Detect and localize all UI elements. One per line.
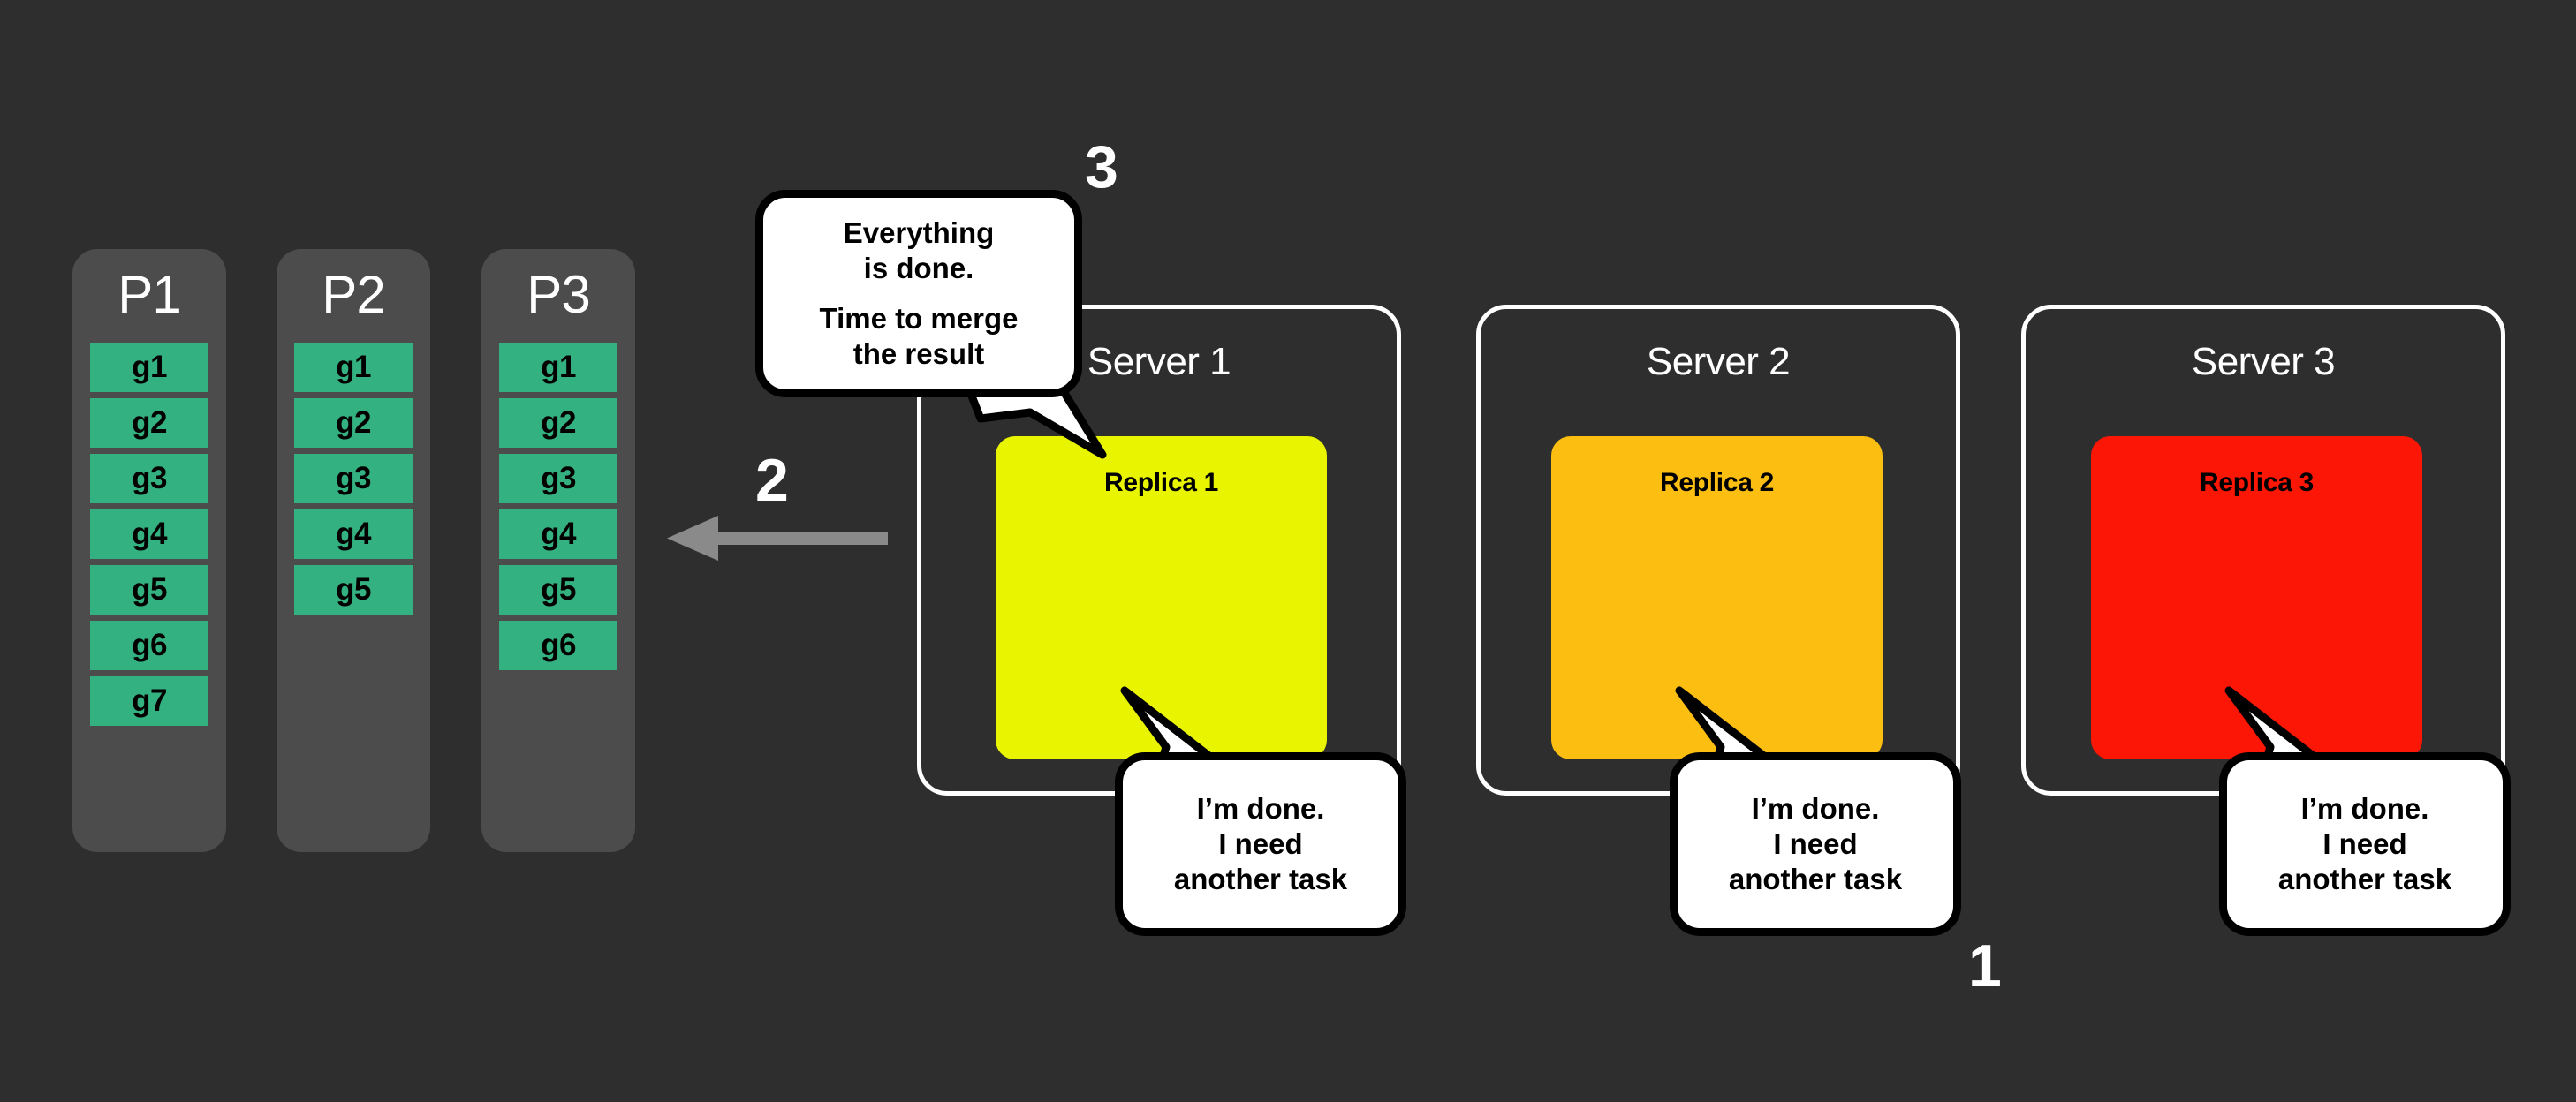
list-item: g6 [90,621,208,670]
partition-p2: P2 g1 g2 g3 g4 g5 [277,249,430,852]
partition-p3-cells: g1 g2 g3 g4 g5 g6 [499,343,617,670]
list-item: g1 [499,343,617,392]
done-bubble-1-line-2: I need [1218,826,1303,860]
merge-bubble-line-4: the result [852,336,985,370]
partition-p2-cells: g1 g2 g3 g4 g5 [294,343,413,615]
replica-3-box: Replica 3 [2091,436,2422,759]
list-item: g4 [294,509,413,559]
list-item: g5 [499,565,617,615]
partition-p3: P3 g1 g2 g3 g4 g5 g6 [481,249,635,852]
list-item: g1 [294,343,413,392]
done-bubble-3-line-2: I need [2322,826,2407,860]
partition-p3-title: P3 [527,265,590,324]
merge-arrow-left [667,516,888,561]
list-item: g6 [499,621,617,670]
list-item: g2 [90,398,208,448]
done-bubble-1-line-3: another task [1173,863,1348,896]
done-bubble-1-line-1: I’m done. [1196,791,1325,825]
server-2-title: Server 2 [1646,340,1791,383]
list-item: g2 [294,398,413,448]
replica-3-label: Replica 3 [2199,468,2315,497]
list-item: g2 [499,398,617,448]
list-item: g4 [499,509,617,559]
step-number-3: 3 [1085,133,1118,200]
partition-p1-cells: g1 g2 g3 g4 g5 g6 g7 [90,343,208,726]
partition-p2-title: P2 [322,265,385,324]
list-item: g7 [90,676,208,726]
done-bubble-2-line-1: I’m done. [1751,791,1880,825]
list-item: g4 [90,509,208,559]
done-bubble-2-line-3: another task [1728,863,1903,896]
done-bubble-3-line-3: another task [2277,863,2452,896]
merge-bubble-line-3: Time to merge [819,301,1019,335]
list-item: g3 [499,454,617,503]
done-bubble-3-line-1: I’m done. [2300,791,2429,825]
replica-2-label: Replica 2 [1659,468,1775,497]
done-bubble-2-line-2: I need [1773,826,1858,860]
step-number-1: 1 [1968,932,2002,1000]
done-speech-bubble-2: I’m done. I need another task [1670,752,1961,936]
list-item: g5 [294,565,413,615]
list-item: g5 [90,565,208,615]
list-item: g1 [90,343,208,392]
merge-bubble-line-2: is done. [863,252,974,285]
replica-1-label: Replica 1 [1103,468,1219,497]
replica-2-box: Replica 2 [1551,436,1883,759]
done-speech-bubble-1: I’m done. I need another task [1115,752,1406,936]
done-speech-bubble-3: I’m done. I need another task [2219,752,2511,936]
list-item: g3 [294,454,413,503]
merge-speech-bubble: Everything is done. Time to merge the re… [755,190,1082,397]
partition-p1-title: P1 [117,265,181,324]
partition-p1: P1 g1 g2 g3 g4 g5 g6 g7 [72,249,226,852]
list-item: g3 [90,454,208,503]
replica-1-box: Replica 1 [996,436,1327,759]
server-1-title: Server 1 [1087,340,1231,383]
server-3-title: Server 3 [2191,340,2336,383]
step-number-2: 2 [755,447,789,514]
merge-bubble-line-1: Everything [843,216,995,249]
